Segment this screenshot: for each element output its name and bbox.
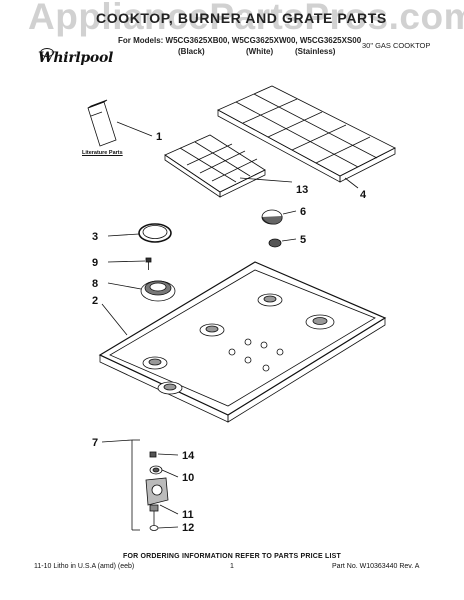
- page-number: 1: [230, 563, 234, 570]
- ordering-note: FOR ORDERING INFORMATION REFER TO PARTS …: [122, 553, 342, 560]
- control-knob: [261, 209, 283, 225]
- leader-line-5: [281, 238, 297, 242]
- screw: [145, 257, 152, 270]
- leader-line-11: [159, 504, 179, 515]
- valve-assembly: [145, 451, 169, 531]
- callout-10: 10: [182, 472, 194, 484]
- cooktop-panel: [98, 261, 387, 423]
- leader-line-1: [116, 121, 153, 137]
- leader-line-7: [101, 439, 133, 443]
- callout-4: 4: [360, 189, 367, 201]
- callout-14: 14: [182, 450, 195, 462]
- leader-line-8: [107, 282, 142, 290]
- leader-line-13: [239, 177, 293, 183]
- models-line: For Models: W5CG3625XB00, W5CG3625XW00, …: [118, 36, 362, 45]
- callout-12: 12: [182, 522, 194, 534]
- literature-parts-label: Literature Parts: [82, 150, 123, 156]
- leader-line-9: [107, 260, 146, 263]
- callout-9: 9: [92, 257, 98, 269]
- literature-booklet: [87, 99, 117, 147]
- leader-line-2: [101, 303, 128, 336]
- watermark: AppliancePartsPros.com: [28, 0, 464, 37]
- logo-swoosh: [40, 48, 54, 57]
- callout-11: 11: [182, 509, 194, 521]
- leader-line-4: [344, 177, 359, 189]
- part-number: Part No. W10363440 Rev. A: [332, 563, 420, 570]
- callout-3: 3: [92, 231, 98, 243]
- leader-line-3: [107, 233, 140, 237]
- color-black-label: (Black): [178, 47, 205, 56]
- leader-line-6: [282, 210, 297, 215]
- knob-insert: [268, 238, 282, 248]
- color-stainless-label: (Stainless): [295, 47, 336, 56]
- leader-line-14: [157, 453, 179, 456]
- callout-6: 6: [300, 206, 306, 218]
- small-grate: [164, 134, 266, 198]
- product-subtitle: 30" GAS COOKTOP: [362, 41, 431, 50]
- leader-line-10: [161, 469, 179, 478]
- callout-5: 5: [300, 234, 306, 246]
- leader-line-12: [157, 526, 179, 529]
- print-info: 11-10 Litho in U.S.A (amd) (eeb): [34, 563, 135, 570]
- callout-13: 13: [296, 184, 308, 196]
- callout-2: 2: [92, 295, 98, 307]
- callout-7: 7: [92, 437, 98, 449]
- callout-1: 1: [156, 131, 162, 143]
- burner-cap: [138, 223, 172, 243]
- page-title: COOKTOP, BURNER AND GRATE PARTS: [96, 10, 387, 26]
- color-white-label: (White): [246, 47, 274, 56]
- whirlpool-logo: Whirlpool: [38, 50, 113, 66]
- large-grate: [217, 85, 396, 183]
- burner-base: [140, 280, 176, 302]
- callout-8: 8: [92, 278, 98, 290]
